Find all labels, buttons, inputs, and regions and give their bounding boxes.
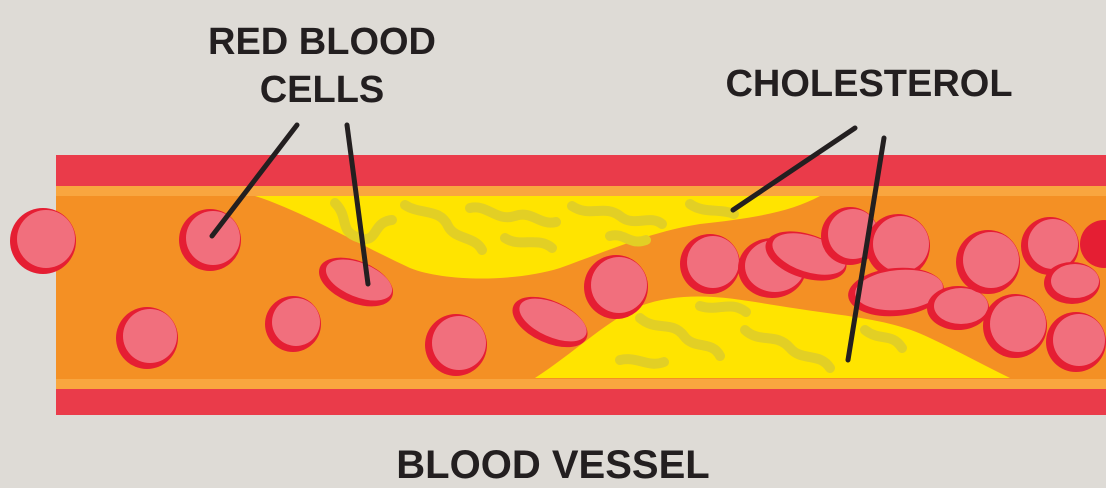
red-blood-cell (680, 234, 740, 294)
label-blood-vessel: BLOOD VESSEL (396, 443, 709, 487)
vessel-lining-top (56, 186, 1106, 197)
vessel-wall-top (56, 155, 1106, 187)
red-blood-cell (425, 314, 487, 376)
red-blood-cell (983, 294, 1047, 358)
red-blood-cell (584, 255, 648, 319)
red-blood-cell (1046, 312, 1106, 372)
red-blood-cell (1044, 262, 1100, 304)
label-red-blood-cells-line1: RED BLOOD (208, 21, 436, 63)
label-red-blood-cells-line2: CELLS (260, 69, 385, 111)
red-blood-cell (956, 230, 1020, 294)
red-blood-cell (116, 307, 178, 369)
vessel-wall-bottom (56, 388, 1106, 415)
red-blood-cell (265, 296, 321, 352)
red-blood-cell (10, 208, 76, 274)
vessel-lining-bottom (56, 378, 1106, 389)
red-blood-cell (179, 209, 241, 271)
label-cholesterol: CHOLESTEROL (725, 63, 1012, 105)
